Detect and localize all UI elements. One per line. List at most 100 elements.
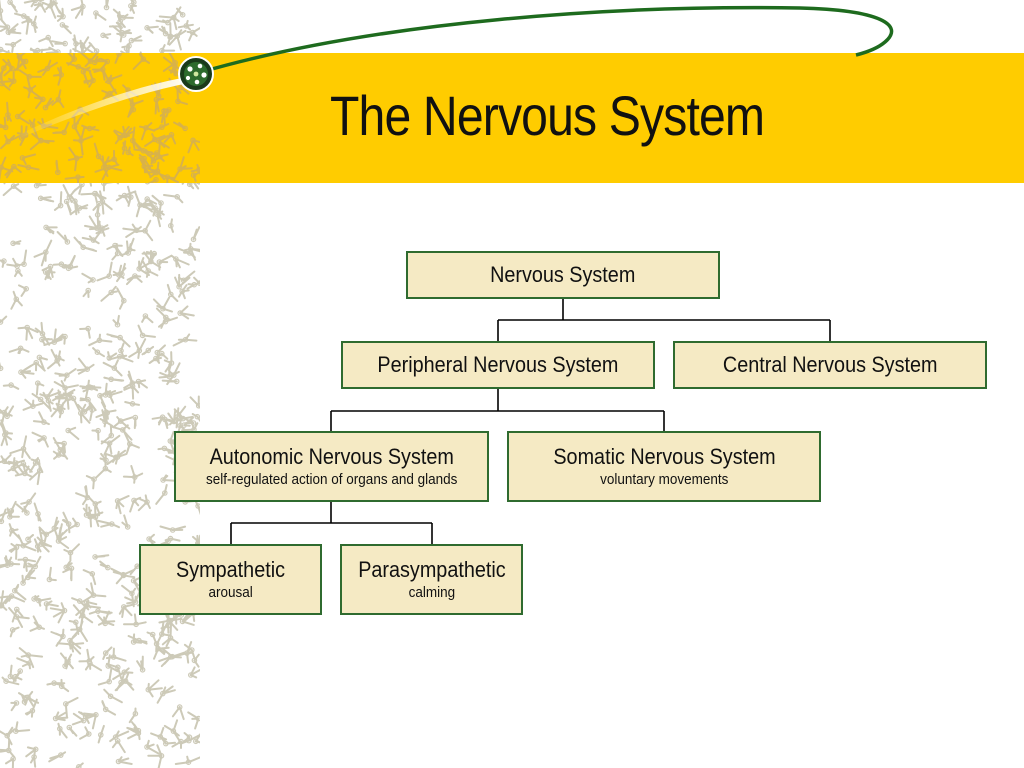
pattern-glyph	[109, 424, 133, 441]
pattern-glyph	[163, 132, 177, 145]
pattern-glyph	[178, 284, 190, 300]
pattern-glyph	[52, 402, 65, 419]
pattern-glyph	[118, 342, 125, 359]
pattern-glyph	[145, 679, 163, 698]
pattern-glyph	[155, 135, 170, 149]
pattern-glyph	[171, 704, 185, 721]
pattern-glyph	[132, 414, 139, 430]
pattern-glyph	[121, 140, 128, 155]
pattern-glyph	[112, 8, 134, 21]
pattern-glyph	[15, 53, 27, 71]
pattern-glyph	[166, 283, 179, 302]
pattern-glyph	[91, 55, 101, 66]
pattern-glyph	[59, 22, 72, 35]
pattern-glyph	[64, 174, 85, 183]
pattern-glyph	[1, 424, 13, 446]
pattern-glyph	[54, 368, 77, 382]
title-band	[0, 53, 1024, 183]
pattern-glyph	[132, 53, 150, 70]
pattern-glyph	[141, 260, 159, 278]
node-label: Sympathetic	[176, 557, 285, 582]
pattern-glyph	[4, 38, 22, 53]
pattern-glyph	[67, 53, 78, 66]
pattern-glyph	[63, 696, 79, 719]
pattern-glyph	[146, 533, 156, 546]
pattern-glyph	[67, 517, 80, 530]
pattern-glyph	[56, 7, 66, 22]
node-sublabel: calming	[408, 584, 455, 601]
pattern-glyph	[126, 273, 143, 286]
node-label: Parasympathetic	[357, 557, 506, 582]
pattern-glyph	[19, 153, 37, 165]
pattern-glyph	[2, 58, 15, 77]
pattern-glyph	[148, 355, 162, 364]
pattern-glyph	[14, 12, 33, 22]
pattern-glyph	[41, 263, 54, 281]
pattern-glyph	[18, 647, 44, 669]
pattern-glyph	[102, 646, 113, 660]
pattern-glyph	[52, 711, 69, 722]
pattern-glyph	[0, 405, 15, 420]
pattern-glyph	[16, 657, 33, 670]
pattern-glyph	[82, 384, 99, 393]
pattern-glyph	[10, 240, 22, 247]
pattern-glyph	[72, 34, 84, 53]
pattern-glyph	[116, 287, 127, 310]
pattern-glyph	[52, 121, 70, 136]
pattern-glyph	[123, 431, 140, 454]
pattern-glyph	[39, 388, 62, 400]
pattern-glyph	[150, 726, 168, 743]
pattern-glyph	[158, 654, 182, 668]
pattern-glyph	[71, 597, 90, 611]
pattern-glyph	[52, 443, 67, 460]
pattern-glyph	[101, 700, 117, 716]
pattern-glyph	[7, 0, 18, 13]
pattern-glyph	[153, 645, 170, 660]
pattern-glyph	[43, 600, 59, 611]
pattern-glyph	[172, 333, 198, 347]
pattern-glyph	[0, 738, 16, 759]
pattern-glyph	[92, 66, 106, 81]
pattern-glyph	[129, 496, 142, 513]
pattern-glyph	[168, 62, 180, 77]
pattern-glyph	[38, 526, 59, 543]
pattern-glyph	[31, 431, 49, 448]
pattern-glyph	[42, 97, 54, 111]
pattern-glyph	[188, 666, 200, 679]
pattern-glyph	[118, 185, 134, 207]
pattern-glyph	[82, 287, 92, 298]
pattern-glyph	[10, 700, 20, 712]
pattern-glyph	[163, 194, 184, 204]
pattern-glyph	[2, 183, 23, 197]
pattern-glyph	[141, 345, 155, 356]
pattern-glyph	[61, 511, 72, 534]
pattern-glyph	[42, 0, 58, 19]
pattern-glyph	[0, 0, 4, 22]
pattern-glyph	[56, 641, 85, 655]
pattern-glyph	[180, 732, 193, 745]
pattern-glyph	[158, 316, 178, 328]
pattern-glyph	[106, 450, 128, 465]
pattern-glyph	[10, 290, 23, 310]
pattern-glyph	[8, 523, 21, 540]
pattern-glyph	[29, 132, 55, 151]
pattern-glyph	[54, 159, 61, 176]
decorative-swoosh	[18, 5, 894, 138]
pattern-glyph	[34, 321, 51, 346]
pattern-glyph	[13, 249, 28, 268]
pattern-glyph	[11, 606, 24, 623]
pattern-glyph	[0, 71, 17, 88]
pattern-glyph	[125, 146, 134, 157]
pattern-glyph	[23, 359, 46, 372]
pattern-glyph	[147, 177, 159, 183]
pattern-glyph	[115, 756, 133, 765]
pattern-glyph	[141, 313, 154, 324]
pattern-glyph	[20, 492, 37, 513]
pattern-glyph	[70, 195, 80, 216]
pattern-glyph	[80, 190, 107, 204]
pattern-glyph	[63, 543, 80, 562]
pattern-glyph	[31, 392, 51, 410]
pattern-glyph	[137, 324, 156, 339]
pattern-glyph	[175, 88, 188, 106]
pattern-glyph	[63, 560, 73, 571]
